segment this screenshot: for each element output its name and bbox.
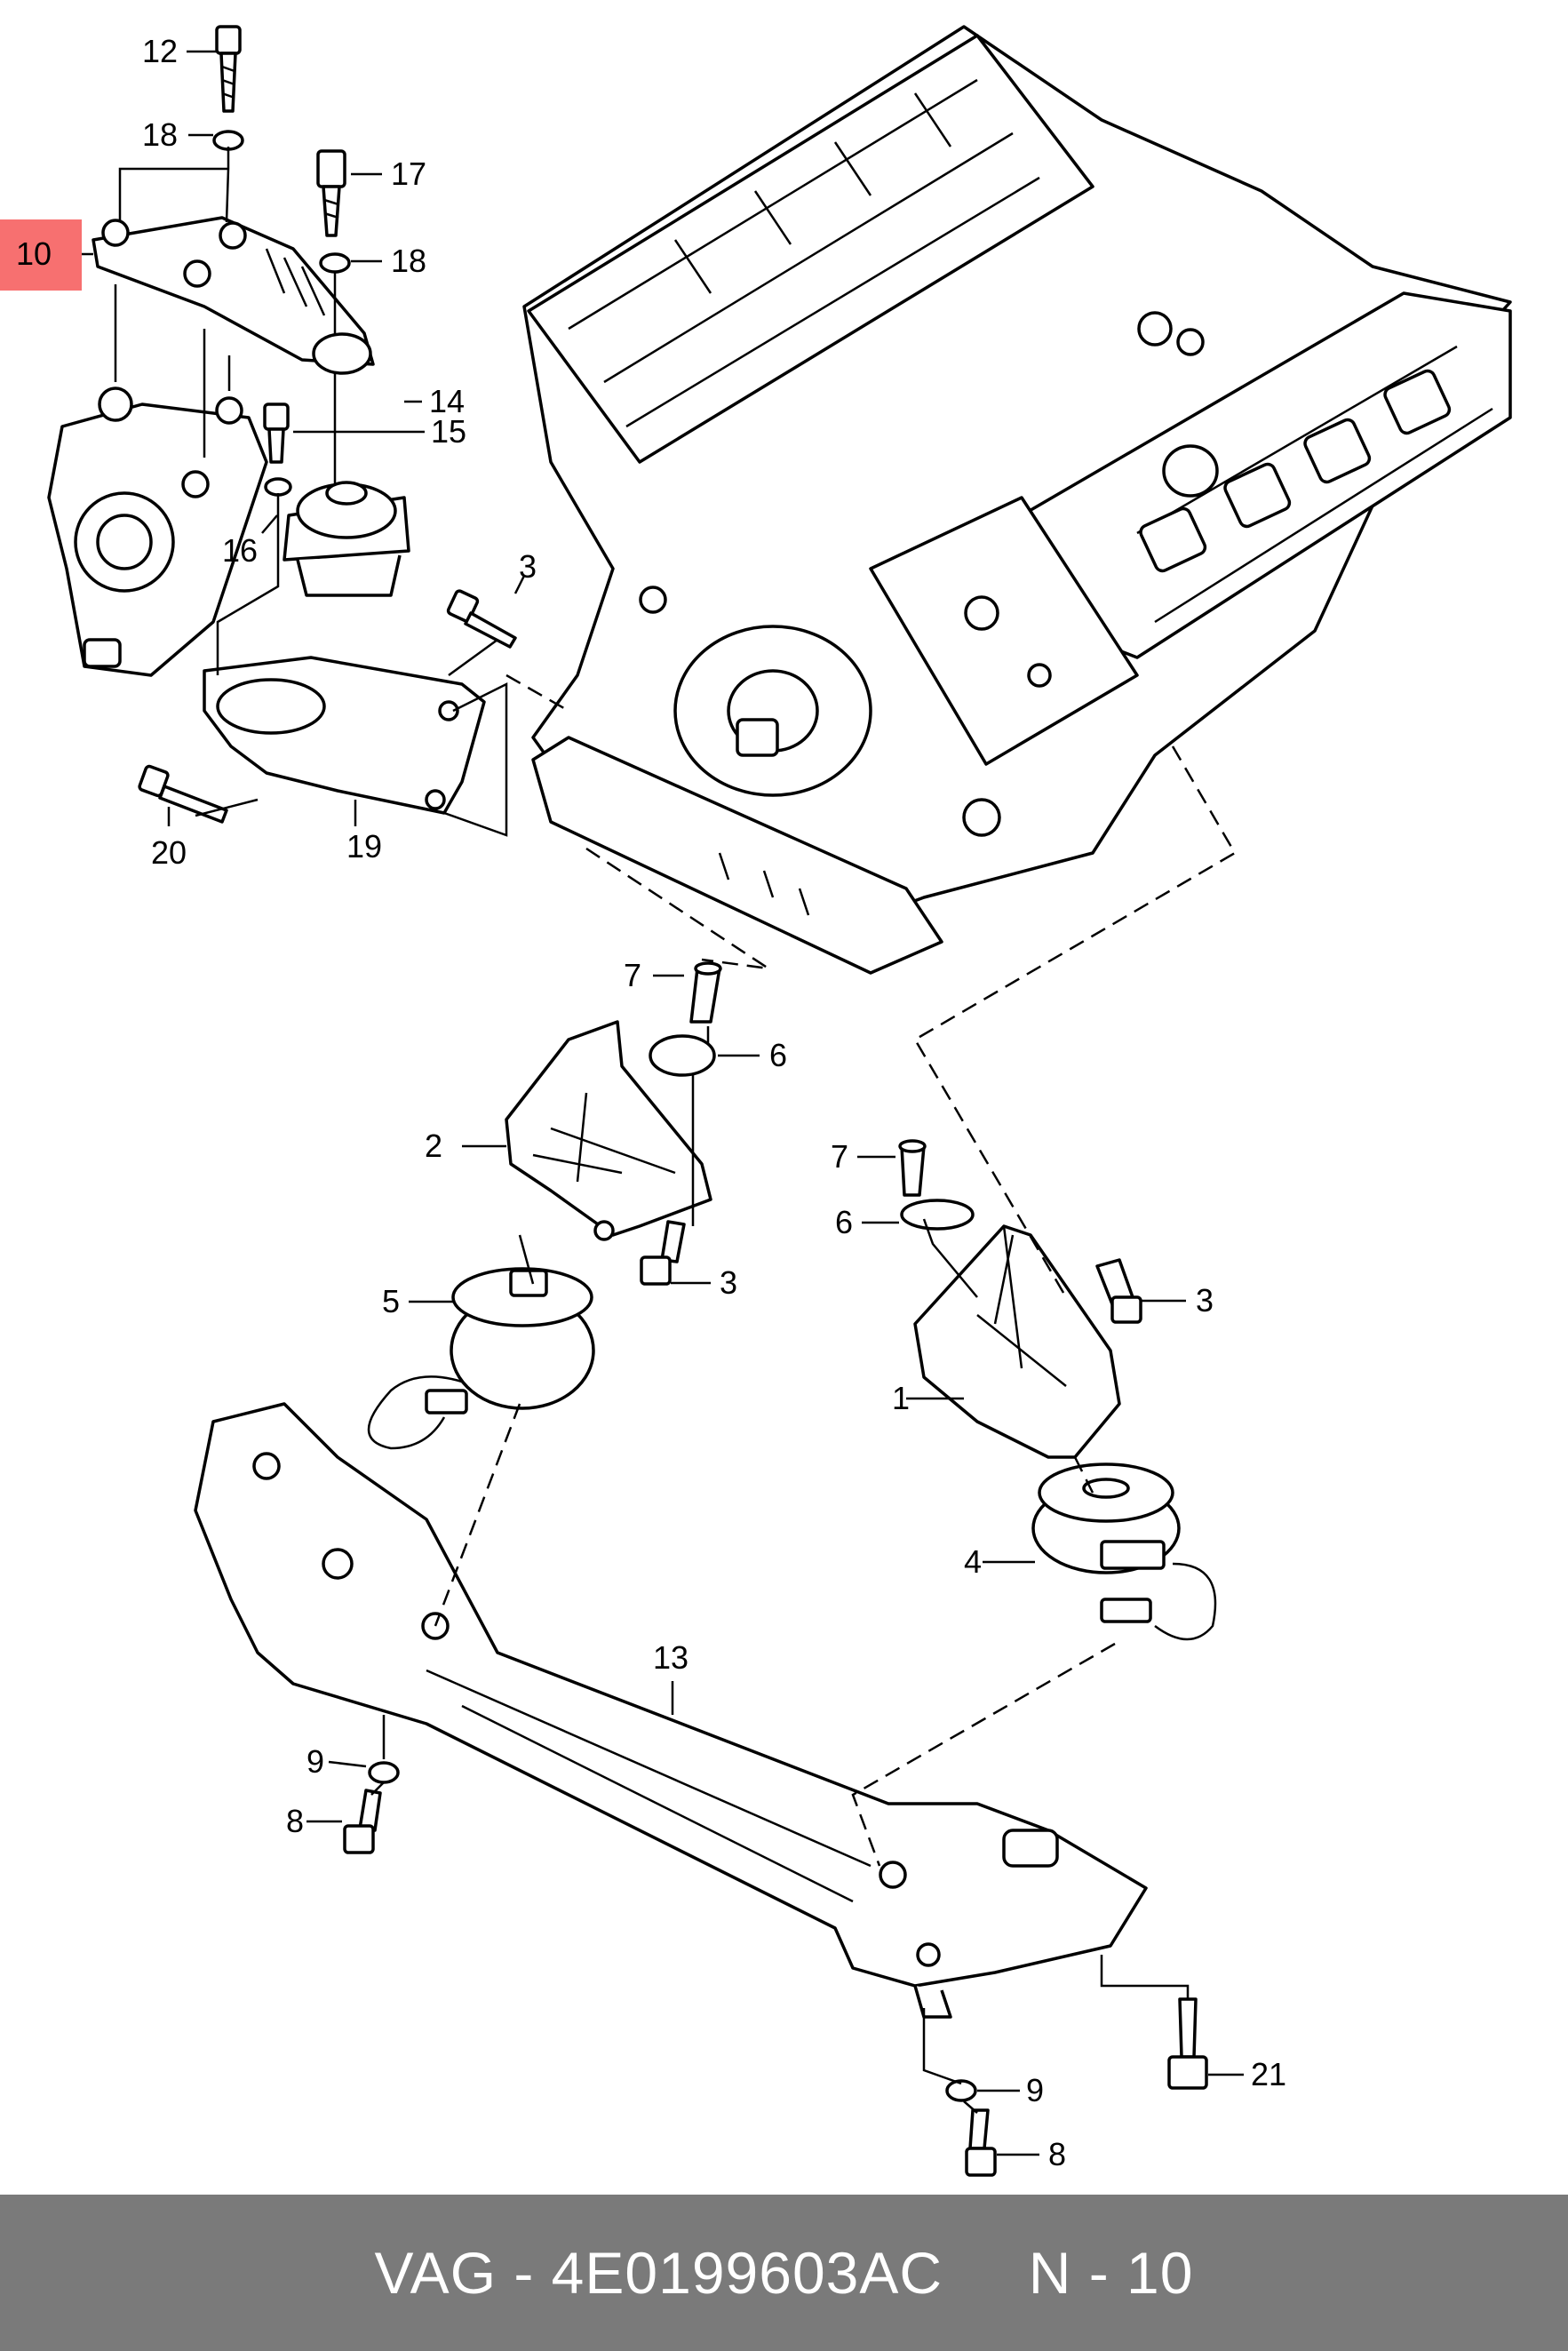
washer-18b (319, 252, 351, 274)
engine-mount-4 (1031, 1462, 1217, 1641)
screw-20 (138, 764, 228, 824)
callout-18b[interactable]: 18 (391, 243, 426, 279)
callout-1[interactable]: 1 (892, 1380, 910, 1416)
screw-15 (263, 402, 290, 464)
callout-7b[interactable]: 7 (831, 1138, 848, 1175)
stud-7a (689, 961, 722, 1024)
callout-6a[interactable]: 6 (769, 1037, 787, 1073)
screw-3a (446, 589, 517, 649)
engine-mount-5 (367, 1267, 595, 1450)
callout-18a[interactable]: 18 (142, 116, 178, 153)
callout-17[interactable]: 17 (391, 155, 426, 192)
callout-3a[interactable]: 3 (519, 548, 537, 585)
parts-diagram: 10 12 18 17 18 15 14 16 3 20 19 7 6 2 3 … (0, 25, 1512, 2177)
engine-mount-bracket-10 (92, 216, 375, 375)
callout-leaders (65, 50, 1244, 2156)
washer-6a (649, 1034, 716, 1077)
screw-3b (640, 1220, 686, 1286)
callout-12[interactable]: 12 (142, 33, 178, 69)
screw-21 (1167, 1997, 1208, 2090)
highlight-box (0, 219, 82, 291)
wheel-hub-carrier (47, 387, 268, 677)
part-number-banner: VAG - 4E0199603AC N - 10 (0, 2195, 1568, 2351)
assembly-lines (114, 147, 1237, 2114)
stud-7b (898, 1139, 927, 1197)
callout-14[interactable]: 14 (429, 383, 465, 419)
callout-15[interactable]: 15 (431, 413, 466, 450)
callout-16[interactable]: 16 (222, 532, 258, 569)
callout-2[interactable]: 2 (425, 1128, 442, 1164)
screw-3c (1095, 1258, 1142, 1324)
callout-20[interactable]: 20 (151, 834, 187, 871)
washer-9a (368, 1761, 400, 1784)
callout-4[interactable]: 4 (964, 1543, 982, 1580)
washer-16 (264, 477, 292, 497)
callout-8a[interactable]: 8 (286, 1803, 304, 1839)
subframe-13 (194, 1402, 1148, 2019)
callout-13[interactable]: 13 (653, 1639, 688, 1676)
callout-7a[interactable]: 7 (624, 957, 641, 993)
callout-6b[interactable]: 6 (835, 1204, 853, 1240)
screw-8a (343, 1789, 382, 1854)
engine-bracket-2 (505, 1020, 712, 1241)
callout-19[interactable]: 19 (346, 828, 382, 865)
callout-3b[interactable]: 3 (720, 1264, 737, 1301)
screw-12 (215, 25, 242, 113)
screw-8b (965, 2108, 997, 2177)
engine-block (522, 25, 1512, 975)
callout-5[interactable]: 5 (382, 1283, 400, 1319)
callout-labels: 10 12 18 17 18 15 14 16 3 20 19 7 6 2 3 … (0, 33, 1286, 2172)
part-number-label: VAG - 4E0199603AC N - 10 (374, 2240, 1194, 2306)
screw-17 (316, 149, 346, 237)
callout-10[interactable]: 10 (16, 235, 52, 272)
washer-6b (900, 1199, 975, 1231)
support-bracket-19 (203, 656, 486, 815)
engine-mount-14 (283, 481, 410, 597)
callout-21[interactable]: 21 (1251, 2056, 1286, 2092)
callout-3c[interactable]: 3 (1196, 1282, 1214, 1319)
callout-9a[interactable]: 9 (306, 1743, 324, 1780)
washer-9b (945, 2079, 977, 2102)
callout-9b[interactable]: 9 (1026, 2072, 1044, 2108)
callout-8b[interactable]: 8 (1048, 2136, 1066, 2172)
